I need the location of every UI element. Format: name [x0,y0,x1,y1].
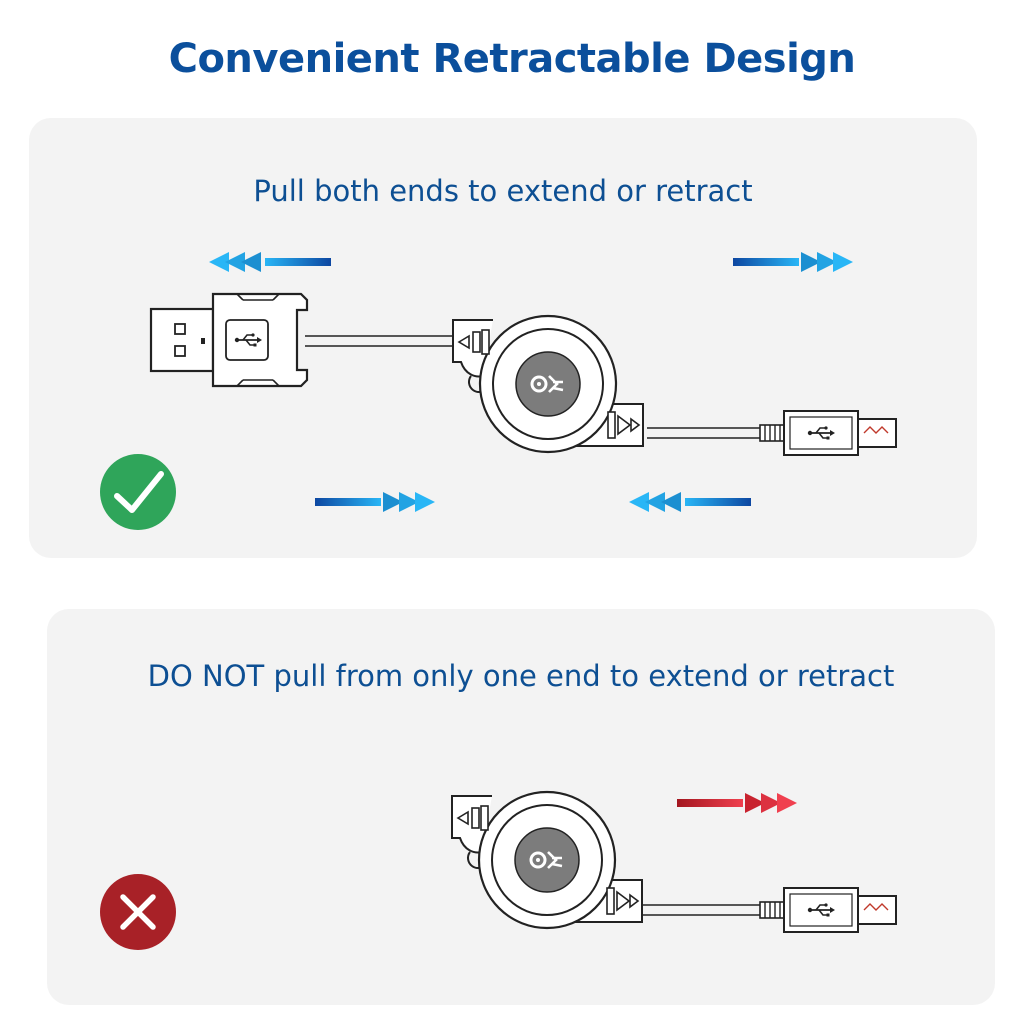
cable-reel-single [450,790,644,930]
micro-usb-connector-single [760,888,896,932]
correct-instruction: Pull both ends to extend or retract [253,174,753,208]
incorrect-instruction: DO NOT pull from only one end to extend … [147,659,895,693]
arrow-left-top [209,252,331,272]
arrow-right-top [733,252,853,272]
arrow-right-bottom [315,492,435,512]
cable-reel [451,314,645,454]
check-icon [100,454,176,530]
arrow-right-red [677,793,797,813]
micro-usb-connector [760,411,896,455]
usb-a-connector [151,294,307,386]
arrow-left-bottom [629,492,751,512]
incorrect-usage-panel: DO NOT pull from only one end to extend … [47,609,995,1005]
incorrect-usage-illustration [100,790,995,950]
page-title: Convenient Retractable Design [168,36,856,82]
x-icon [100,874,176,950]
correct-usage-panel: Pull both ends to extend or retract [29,118,977,558]
correct-usage-illustration [100,252,977,530]
